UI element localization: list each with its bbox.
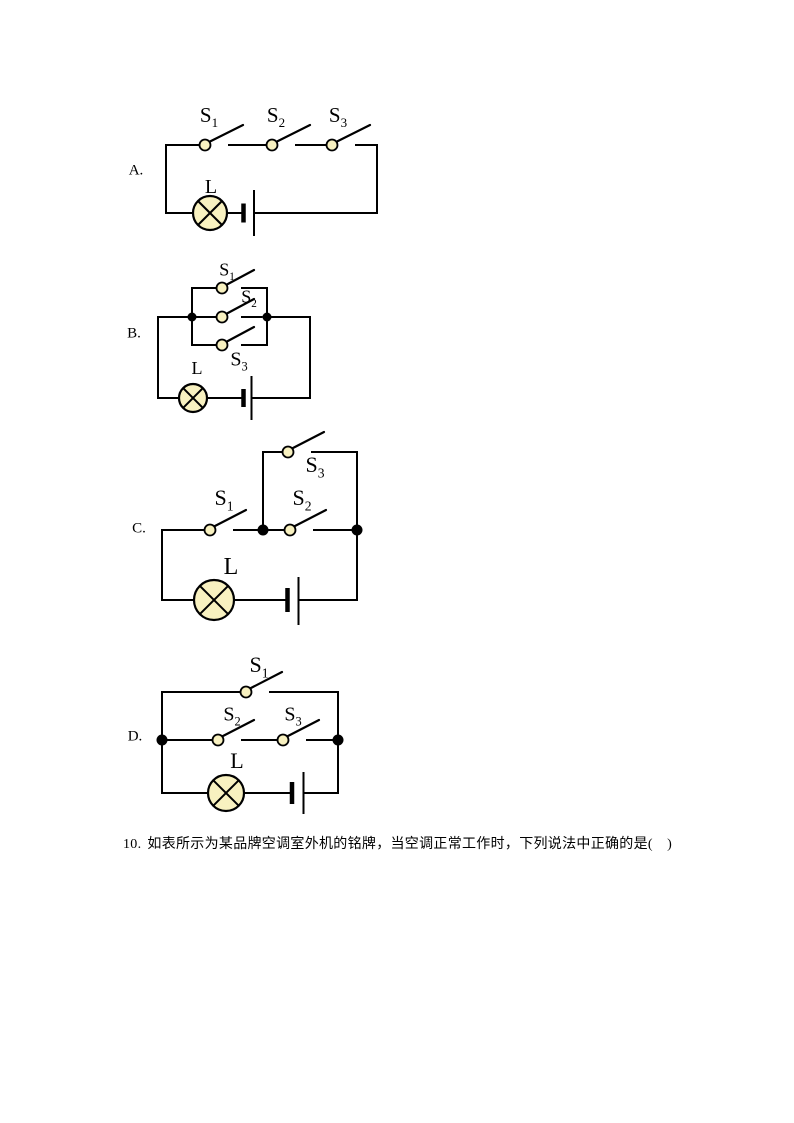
switch-icon	[265, 123, 312, 152]
wire	[241, 287, 268, 318]
switch-label-s3: S3	[328, 102, 348, 131]
junction-dot	[332, 734, 344, 746]
wire	[262, 451, 284, 531]
wire	[252, 316, 311, 399]
battery-icon	[289, 772, 305, 814]
switch-label-s2: S2	[223, 703, 241, 729]
switch-icon	[281, 430, 326, 459]
circuit-d-diagram	[156, 670, 344, 814]
lamp-icon	[206, 773, 246, 813]
junction-dot	[257, 524, 269, 536]
lamp-icon	[192, 578, 236, 622]
wire	[165, 144, 201, 214]
lamp-label: L	[191, 358, 203, 378]
switch-label-s1: S1	[219, 259, 235, 284]
wire	[255, 144, 378, 214]
switch-icon	[198, 123, 245, 152]
wire	[191, 287, 218, 318]
junction-dot	[187, 312, 197, 322]
wire	[299, 529, 358, 601]
circuit-a-diagram	[165, 123, 378, 236]
lamp-icon	[191, 194, 229, 232]
switch-label-s1: S1	[199, 102, 219, 131]
option-label-d: D.	[127, 728, 143, 745]
wire	[311, 451, 358, 531]
battery-icon	[285, 577, 300, 625]
switch-label-s2: S2	[266, 102, 286, 131]
wire	[241, 316, 268, 346]
switch-icon	[276, 718, 321, 747]
switch-label-s3: S3	[230, 348, 248, 374]
switch-icon	[203, 508, 248, 537]
switch-icon	[215, 268, 256, 295]
switch-label-s2: S2	[241, 286, 257, 311]
lamp-label: L	[230, 748, 244, 773]
option-label-b: B.	[127, 325, 141, 342]
wire	[157, 316, 180, 399]
switch-icon	[215, 297, 256, 324]
battery-icon	[241, 376, 253, 420]
option-label-a: A.	[128, 162, 144, 179]
wire	[161, 529, 195, 601]
switch-label-s3: S3	[305, 451, 325, 481]
switch-icon	[325, 123, 372, 152]
switch-icon	[239, 670, 284, 699]
switch-label-s2: S2	[292, 484, 312, 514]
switch-label-s1: S1	[214, 484, 234, 514]
junction-dot	[156, 734, 168, 746]
circuit-b-diagram	[157, 268, 311, 420]
question-10: 10. 如表所示为某品牌空调室外机的铭牌，当空调正常工作时，下列说法中正确的是( …	[123, 833, 672, 853]
junction-dot	[262, 312, 272, 322]
switch-icon	[215, 325, 256, 352]
switch-icon	[211, 718, 256, 747]
switch-icon	[283, 508, 328, 537]
lamp-icon	[177, 382, 209, 414]
question-text: 如表所示为某品牌空调室外机的铭牌，当空调正常工作时，下列说法中正确的是( )	[147, 837, 673, 852]
junction-dot	[351, 524, 363, 536]
option-label-c: C.	[132, 520, 146, 537]
switch-label-s3: S3	[284, 703, 302, 729]
battery-icon	[241, 190, 255, 236]
wire	[191, 316, 218, 346]
switch-label-s1: S1	[249, 651, 269, 681]
question-number: 10.	[123, 837, 142, 852]
circuit-c-diagram	[161, 430, 363, 625]
lamp-label: L	[223, 554, 239, 580]
lamp-label: L	[204, 176, 218, 198]
